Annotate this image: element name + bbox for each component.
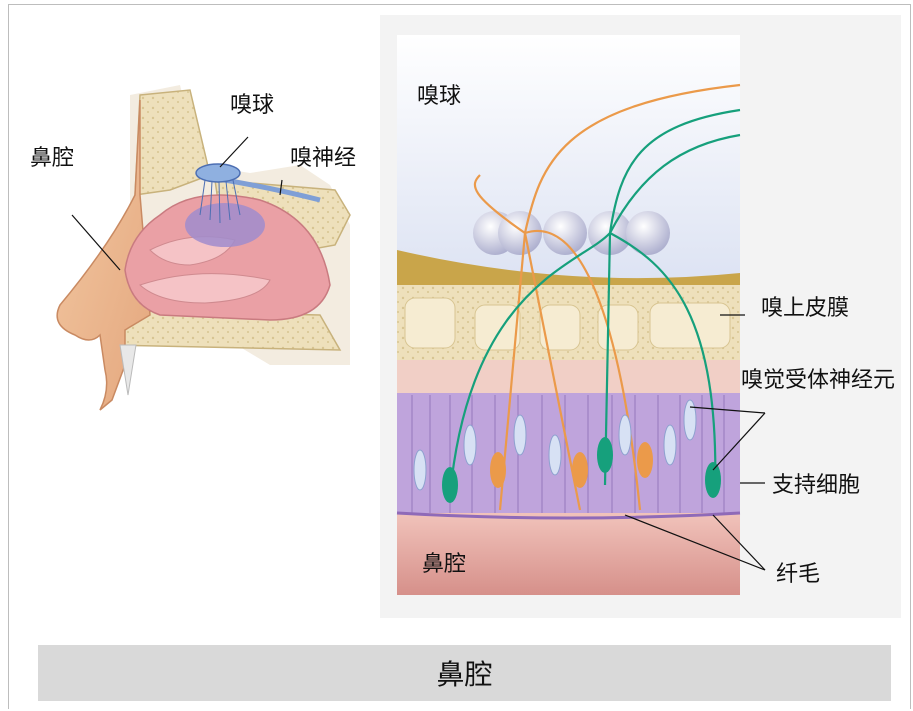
label-nasal-cavity-left: 鼻腔	[30, 146, 74, 171]
olfactory-region	[185, 203, 265, 247]
anatomy-illustration: 鼻腔 嗅球 嗅神经	[20, 15, 901, 618]
lamina-propria	[397, 360, 740, 395]
olfactory-epithelium-figure: 嗅球 嗅上皮膜 嗅觉受体神经元 支持细胞 鼻腔 纤毛	[397, 35, 895, 595]
label-olfactory-nerve: 嗅神经	[290, 146, 356, 171]
label-olfactory-epithelium: 嗅上皮膜	[761, 296, 849, 321]
nose-cross-section: 鼻腔 嗅球 嗅神经	[20, 15, 380, 618]
olfactory-bulb-shape	[196, 164, 240, 182]
label-supporting-cell: 支持细胞	[772, 473, 860, 498]
figure-panel: 鼻腔 嗅球 嗅神经	[20, 15, 901, 618]
label-olfactory-receptor-neuron: 嗅觉受体神经元	[741, 368, 895, 393]
figure-caption: 鼻腔	[38, 645, 891, 701]
label-olfactory-bulb-left: 嗅球	[230, 93, 274, 118]
bone-blocks	[405, 298, 730, 350]
label-olfactory-bulb-right: 嗅球	[417, 84, 461, 109]
label-nasal-cavity-right: 鼻腔	[422, 552, 466, 577]
label-cilia: 纤毛	[776, 562, 820, 587]
